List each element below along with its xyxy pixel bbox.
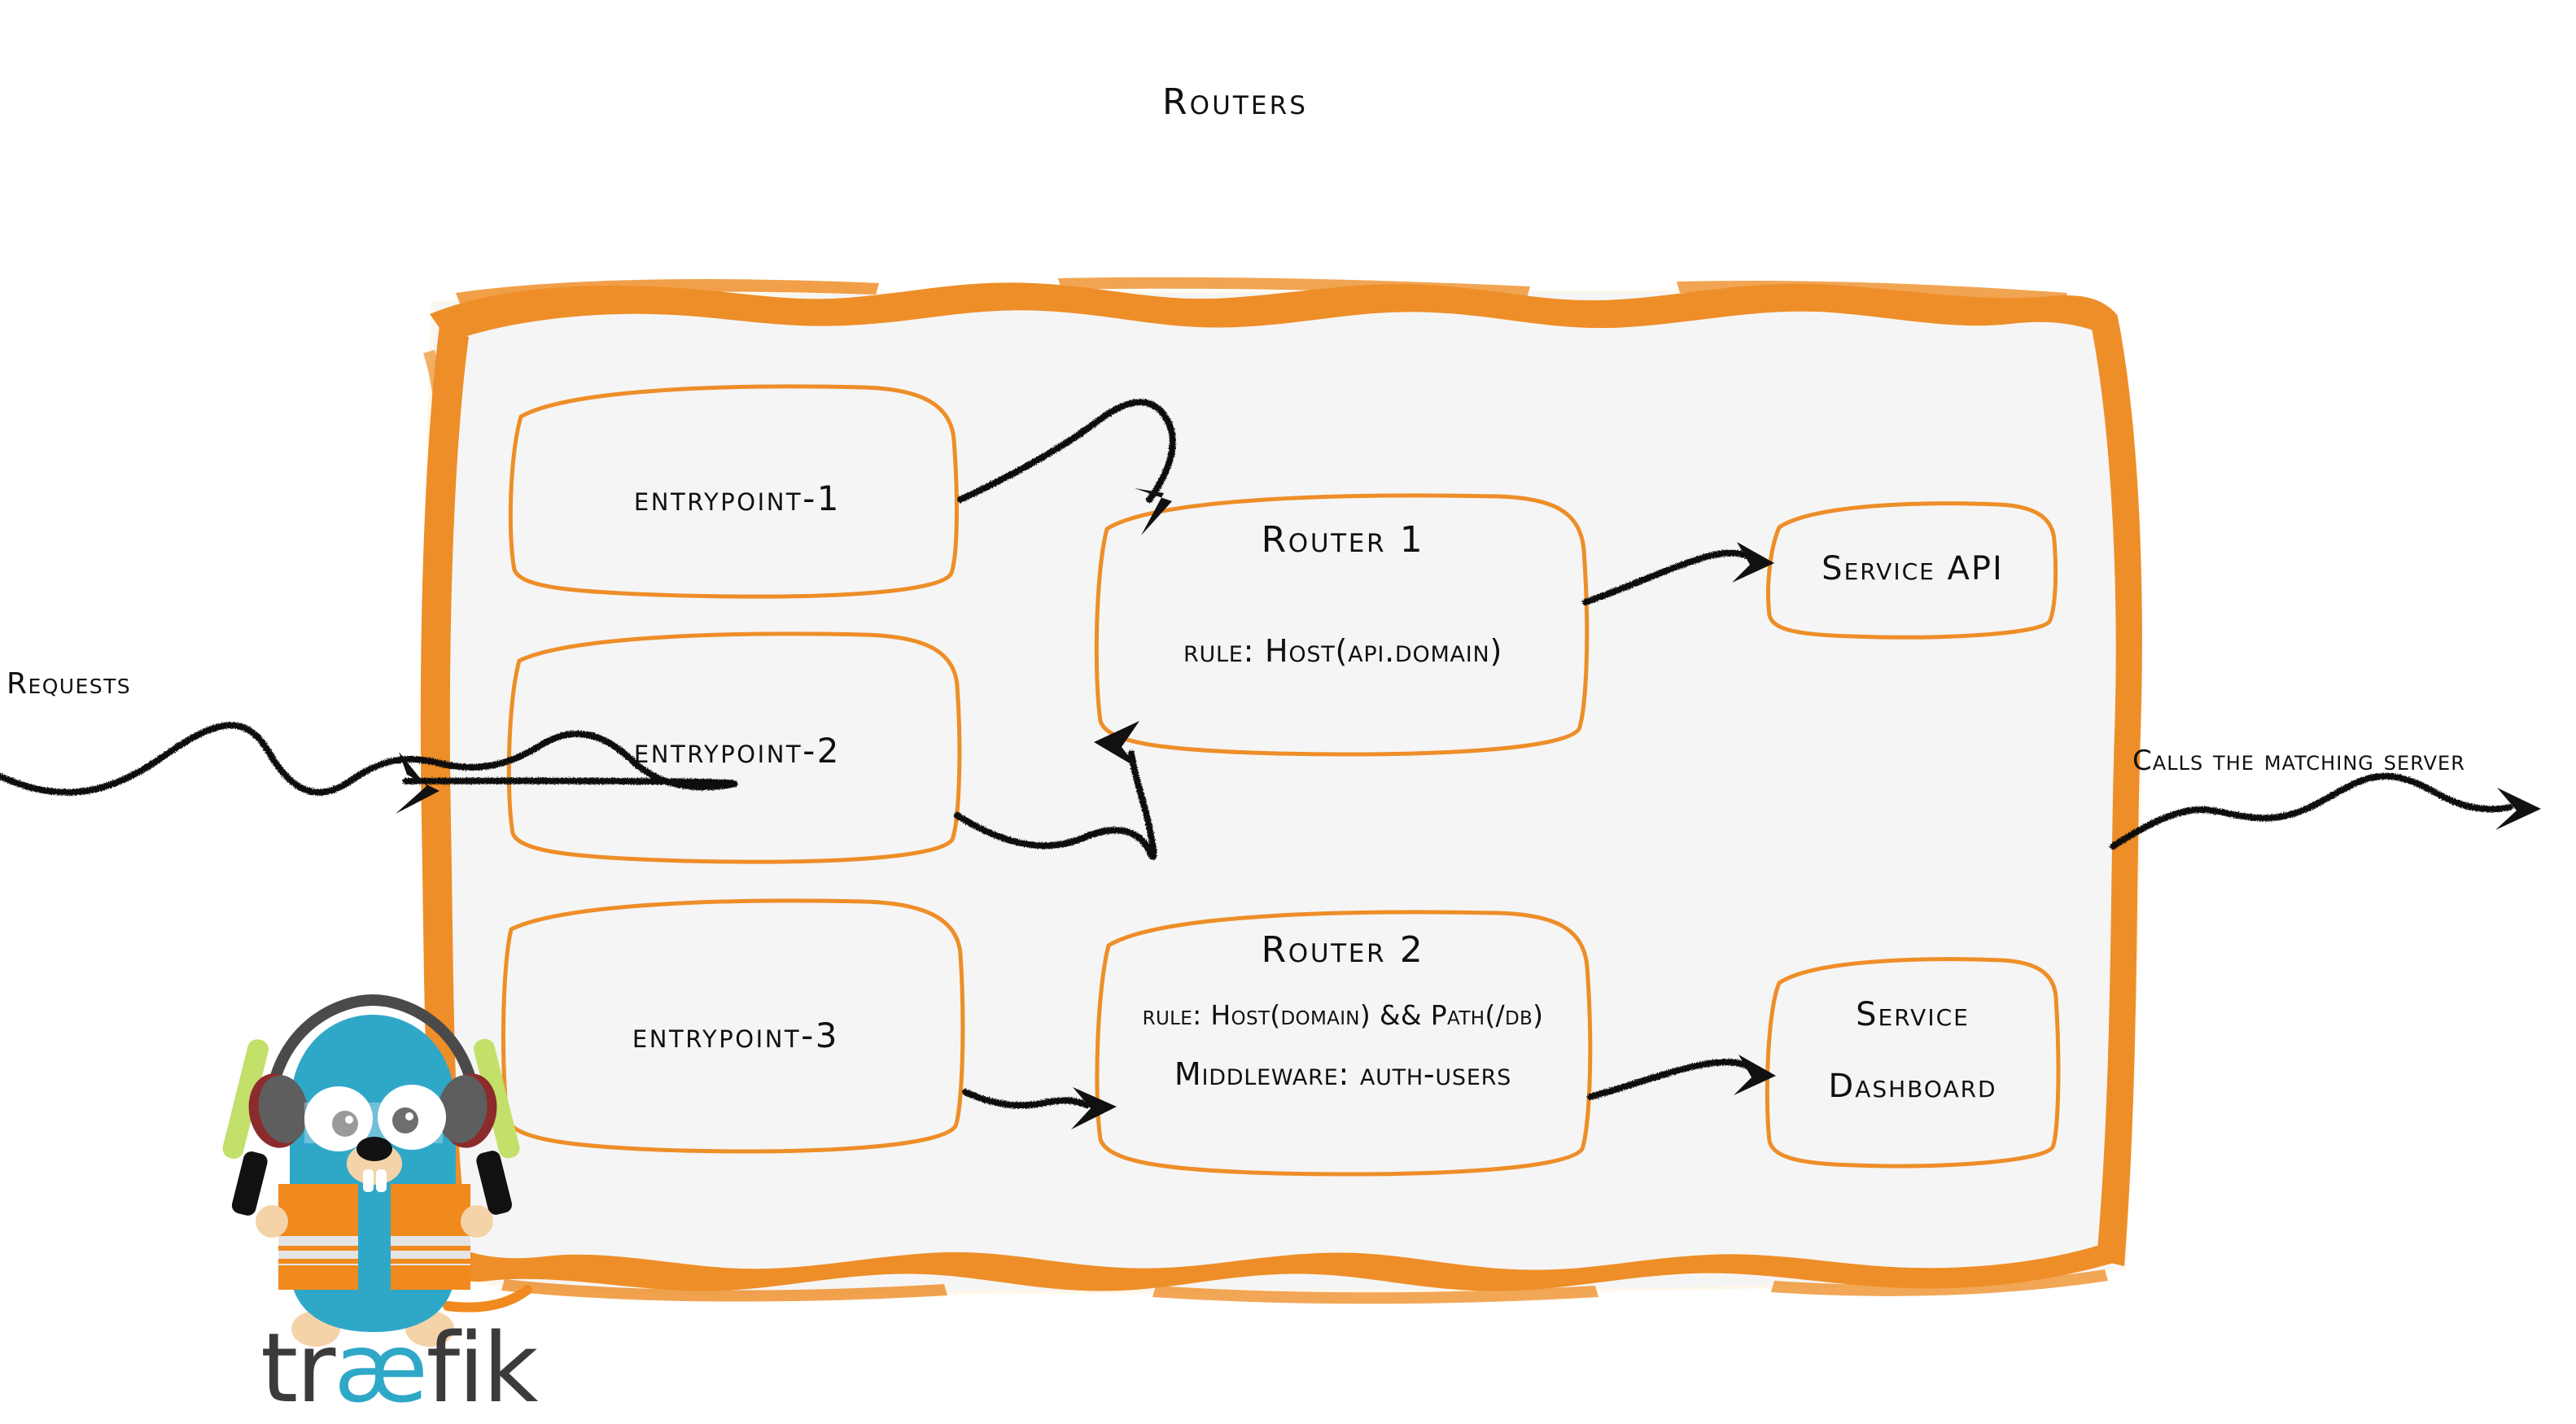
entrypoint-2-to-router-1-path [954,750,1157,861]
safety-vest [278,1184,470,1290]
service-dashboard-arrowhead [1734,1055,1776,1095]
router-2-rule: rule: Host(domain) && Path(/db) [1142,999,1544,1031]
service-api-label[interactable]: Service API [1822,550,2004,588]
gopher-tail [443,1285,532,1313]
wordmark-ae-ligature: æ [334,1312,428,1424]
service-api-box-outline [1766,501,2058,640]
service-dashboard-box-outline [1765,957,2061,1168]
arrowheads [396,488,2541,1129]
gopher-tooth-left [363,1169,374,1192]
entrypoint-2-box-outline [506,631,962,864]
router-2-to-service-dashboard-path [1587,1059,1763,1100]
router-2-middleware: Middleware: auth-users [1174,1056,1512,1092]
gopher-pupil-right [392,1107,418,1134]
service-dashboard-label-line-1[interactable]: Service [1856,996,1970,1033]
panel-border [420,277,2142,1304]
entrypoint-1-box-outline [508,384,959,599]
requests-label: Requests [7,667,132,701]
entrypoint-1-to-router-1-path [957,399,1176,503]
gopher-hand-right [461,1205,493,1238]
traefik-wordmark: træfik [260,1312,539,1424]
headphone-cup-right [437,1073,497,1148]
router-2-box-outline [1095,910,1593,1177]
router-1-box-outline [1094,493,1590,757]
requests-arrow-path [0,722,738,796]
calls-matching-server-label: Calls the matching server [2132,745,2465,777]
marshalling-wand-right [474,1038,520,1215]
gopher-tooth-right [376,1169,387,1192]
entrypoint-1-arrowhead [1135,488,1172,535]
calls-arrow-path [2110,772,2513,850]
wordmark-post: fik [426,1312,539,1424]
requests-arrowhead [396,752,440,814]
entrypoint-2-arrowhead [1094,721,1139,768]
wordmark-pre: tr [260,1312,335,1424]
routers-panel-background [426,290,2137,1293]
gopher-pupil-left [332,1111,358,1137]
router-1-to-service-api-path [1582,549,1761,605]
gopher-nose [356,1137,392,1161]
marshalling-wand-left [222,1039,269,1216]
router-1-rule: rule: Host(api.domain) [1183,633,1503,669]
router-1-title[interactable]: Router 1 [1261,519,1425,561]
gopher-hand-left [256,1205,288,1238]
headphone-cup-left [248,1073,308,1148]
calls-arrowhead [2495,788,2541,830]
entrypoint-2-label[interactable]: entrypoint-2 [633,731,842,771]
router-2-title[interactable]: Router 2 [1261,929,1425,971]
page-title: Routers [1162,81,1308,123]
entrypoint-3-label[interactable]: entrypoint-3 [632,1016,840,1055]
entrypoint-3-to-router-2-path [962,1089,1091,1109]
service-dashboard-label-line-2[interactable]: Dashboard [1828,1068,1997,1105]
headphone-band [268,994,478,1090]
entrypoint-3-arrowhead [1071,1087,1117,1129]
entrypoint-1-label[interactable]: entrypoint-1 [633,478,842,518]
service-api-arrowhead [1732,542,1774,583]
